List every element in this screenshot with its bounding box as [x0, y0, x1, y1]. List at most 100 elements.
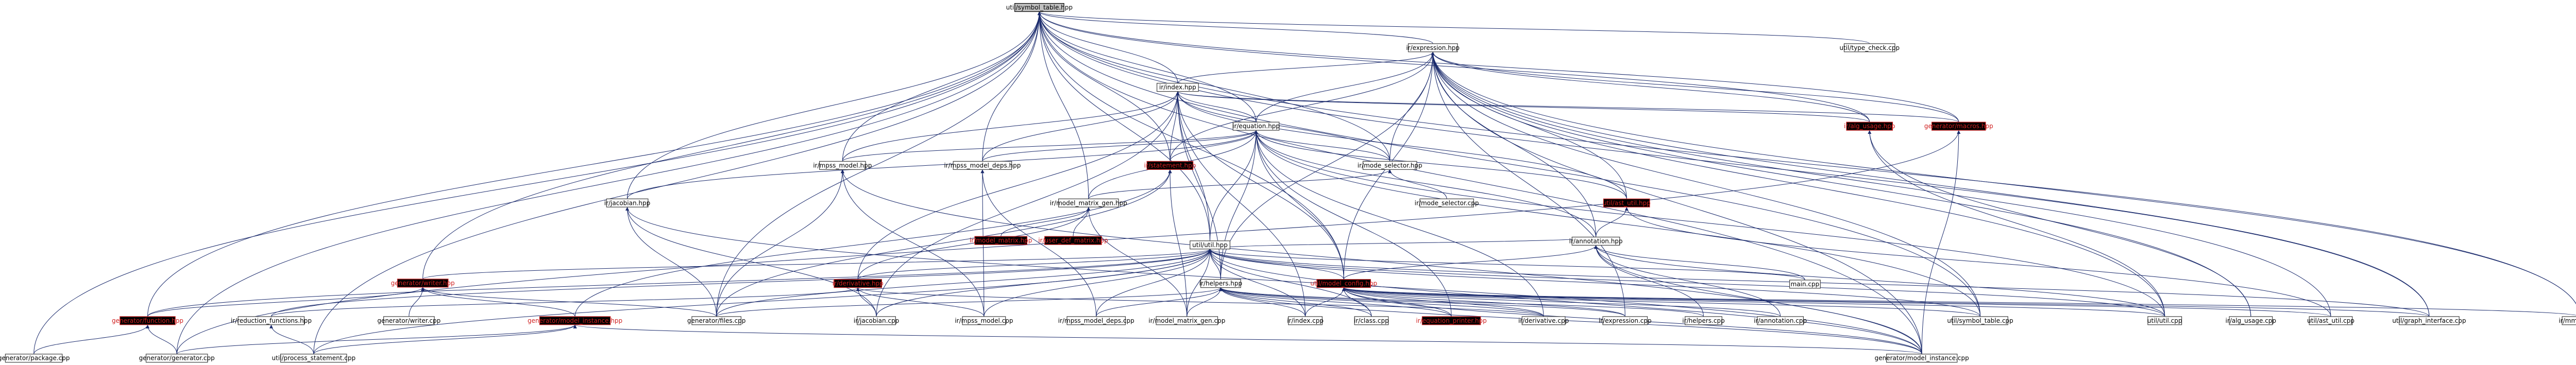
- edge-files_cpp-to-util_hpp: [716, 249, 1212, 317]
- node-reduction-functions-hpp[interactable]: ir/reduction_functions.hpp: [231, 316, 312, 325]
- node-label: ir/model_matrix_gen.cpp: [1148, 317, 1225, 324]
- node-ast-util-cpp[interactable]: util/ast_util.cpp: [2307, 316, 2354, 325]
- edge-files_cpp-to-jacobian_hpp: [625, 207, 717, 317]
- node-label: ir/mpss_model.cpp: [955, 317, 1013, 324]
- node-label: ir/mpss_model_deps.cpp: [1058, 317, 1134, 324]
- node-expression-hpp[interactable]: ir/expression.hpp: [1406, 43, 1460, 53]
- node-function-hpp[interactable]: generator/function.hpp: [112, 316, 183, 325]
- edge-statement_hpp-to-index_hpp: [1170, 91, 1180, 162]
- node-mpss-model-cpp[interactable]: ir/mpss_model.cpp: [955, 316, 1013, 325]
- edge-index_hpp-to-expression_hpp: [1177, 51, 1435, 83]
- node-util-cpp[interactable]: util/util.cpp: [2147, 316, 2182, 325]
- node-expression-cpp[interactable]: ir/expression.cpp: [1599, 316, 1652, 325]
- edge-model_instance_cpp-to-model_instance_hpp: [573, 324, 1922, 355]
- edge-main_cpp-to-annotation_hpp: [1594, 245, 1805, 281]
- node-model-matrix-gen-cpp[interactable]: ir/model_matrix_gen.cpp: [1148, 316, 1225, 325]
- node-box: [1603, 198, 1650, 207]
- edge-expression_cpp-to-expression_hpp: [1431, 51, 1625, 317]
- edge-process_statement_cpp-to-util_hpp: [313, 249, 1212, 354]
- edge-alg_usage_hpp-to-index_hpp: [1176, 91, 1870, 123]
- node-class-cpp[interactable]: ir/class.cpp: [1354, 316, 1389, 325]
- node-box: [1931, 121, 1986, 131]
- edge-equation_hpp-to-expression_hpp: [1256, 51, 1435, 123]
- node-equation-hpp[interactable]: ir/equation.hpp: [1232, 121, 1280, 131]
- node-writer-cpp[interactable]: generator/writer.cpp: [377, 316, 440, 325]
- edge-model_config_hpp-to-equation_hpp: [1254, 130, 1344, 280]
- edge-mode_selector_hpp-to-expression_hpp: [1389, 51, 1435, 162]
- edge-mode_selector_hpp-to-equation_hpp: [1254, 130, 1391, 162]
- edge-process_statement_cpp-to-root: [313, 11, 1041, 354]
- edge-annotation_hpp-to-equation_hpp: [1254, 130, 1597, 237]
- node-box: [280, 354, 347, 363]
- node-mpss-model-deps-cpp[interactable]: ir/mpss_model_deps.cpp: [1058, 316, 1134, 325]
- node-label: generator/writer.hpp: [391, 280, 455, 287]
- node-label: ir/class.cpp: [1354, 317, 1389, 324]
- node-label: ir/alg_usage.cpp: [2226, 317, 2276, 324]
- node-label: util/util.cpp: [2147, 317, 2182, 324]
- node-model-instance-hpp[interactable]: generator/model_instance.hpp: [528, 316, 622, 325]
- node-label: ir/annotation.cpp: [1754, 317, 1807, 324]
- edge-mpss_model_hpp-to-root: [842, 11, 1041, 162]
- node-helpers-cpp[interactable]: ir/helpers.cpp: [1682, 316, 1725, 325]
- node-label: generator/macros.hpp: [1924, 123, 1993, 130]
- node-box: [1843, 43, 1895, 53]
- edge-function_hpp-to-writer_hpp: [147, 287, 425, 317]
- edge-package_cpp-to-function_hpp: [33, 324, 149, 354]
- edge-model_matrix_gen_cpp-to-helpers_hpp: [1187, 287, 1223, 317]
- node-alg-usage-cpp[interactable]: ir/alg_usage.cpp: [2226, 316, 2276, 325]
- node-label: ir/mmo_ir.cpp: [2558, 317, 2576, 324]
- node-box: [1602, 316, 1648, 325]
- node-macros-hpp[interactable]: generator/macros.hpp: [1924, 121, 1993, 131]
- node-graph-interface-cpp[interactable]: util/graph_interface.cpp: [2392, 316, 2466, 325]
- node-model-instance-cpp[interactable]: generator/model_instance.cpp: [1875, 354, 1969, 363]
- edge-statement_hpp-to-equation_hpp: [1170, 130, 1258, 162]
- node-mode-selector-hpp[interactable]: ir/mode_selector.hpp: [1358, 161, 1422, 170]
- node-model-matrix-gen-hpp[interactable]: ir/model_matrix_gen.hpp: [1050, 198, 1127, 207]
- node-box: [962, 316, 1006, 325]
- node-derivative-hpp[interactable]: ir/derivative.hpp: [833, 279, 884, 288]
- node-ast-util-hpp[interactable]: util/ast_util.hpp: [1603, 198, 1651, 207]
- node-label: ir/model_matrix.hpp: [970, 237, 1032, 244]
- node-label: ir/expression.hpp: [1406, 44, 1460, 51]
- node-files-cpp[interactable]: generator/files.cpp: [687, 316, 745, 325]
- node-process-statement-cpp[interactable]: util/process_statement.cpp: [272, 354, 356, 363]
- node-alg-usage-hpp[interactable]: ir/alg_usage.hpp: [1844, 121, 1895, 131]
- node-index-hpp[interactable]: ir/index.hpp: [1157, 83, 1199, 92]
- node-equation-printer-hpp[interactable]: ir/equation_printer.hpp: [1416, 316, 1487, 325]
- node-package-cpp[interactable]: generator/package.cpp: [0, 354, 70, 363]
- node-jacobian-hpp[interactable]: ir/jacobian.hpp: [604, 198, 651, 207]
- node-generator-cpp[interactable]: generator/generator.cpp: [139, 354, 215, 363]
- node-model-matrix-hpp[interactable]: ir/model_matrix.hpp: [970, 236, 1032, 245]
- node-index-cpp[interactable]: ir/index.cpp: [1287, 316, 1324, 325]
- node-mpss-model-deps-hpp[interactable]: ir/mpss_model_deps.hpp: [944, 161, 1021, 170]
- node-label: ir/model_matrix_gen.hpp: [1050, 199, 1127, 206]
- node-helpers-hpp[interactable]: ir/helpers.hpp: [1199, 279, 1242, 288]
- node-model-config-hpp[interactable]: util/model_config.hpp: [1310, 279, 1377, 288]
- edge-jacobian_cpp-to-derivative_hpp: [856, 287, 877, 317]
- node-box: [857, 316, 896, 325]
- node-annotation-cpp[interactable]: ir/annotation.cpp: [1754, 316, 1807, 325]
- edge-helpers_cpp-to-helpers_hpp: [1219, 287, 1704, 317]
- node-derivative-cpp[interactable]: ir/derivative.cpp: [1518, 316, 1569, 325]
- node-writer-hpp[interactable]: generator/writer.hpp: [391, 279, 455, 288]
- node-statement-hpp[interactable]: ir/statement.hpp: [1144, 161, 1196, 170]
- edge-model_matrix_gen_cpp-to-util_hpp: [1187, 249, 1212, 317]
- node-user-def-matrix-hpp[interactable]: ir/user_def_matrix.hpp: [1038, 236, 1108, 245]
- edge-model_matrix_gen_cpp-to-model_matrix_gen_hpp: [1087, 207, 1188, 317]
- node-box: [1190, 240, 1231, 250]
- node-mmo-ir-cpp[interactable]: ir/mmo_ir.cpp: [2558, 316, 2576, 325]
- edges: [33, 11, 2576, 355]
- node-jacobian-cpp[interactable]: ir/jacobian.cpp: [854, 316, 900, 325]
- node-box: [5, 354, 63, 363]
- node-mode-selector-cpp[interactable]: ir/mode_selector.cpp: [1415, 198, 1479, 207]
- node-symbol-table-cpp[interactable]: util/symbol_table.cpp: [1947, 316, 2013, 325]
- edge-util_cpp-to-util_hpp: [1208, 249, 2165, 317]
- node-mpss-model-hpp[interactable]: ir/mpss_model.hpp: [813, 161, 872, 170]
- node-util-hpp[interactable]: util/util.hpp: [1190, 240, 1231, 250]
- edge-jacobian_cpp-to-jacobian_hpp: [625, 207, 877, 317]
- node-type-check[interactable]: util/type_check.cpp: [1839, 43, 1900, 53]
- node-main-cpp[interactable]: main.cpp: [1789, 280, 1821, 289]
- node-root[interactable]: util/symbol_table.hpp: [1006, 3, 1073, 12]
- edge-util_cpp-to-expression_hpp: [1431, 51, 2165, 317]
- node-annotation-hpp[interactable]: ir/annotation.hpp: [1569, 236, 1623, 246]
